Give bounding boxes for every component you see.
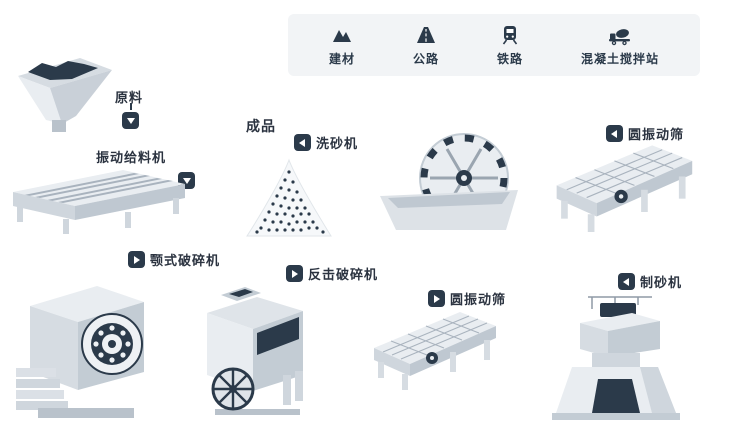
vibrating-screen-bottom-play-badge[interactable] xyxy=(428,290,445,307)
legend-label: 建材 xyxy=(328,52,355,66)
play-right-icon xyxy=(434,294,440,303)
vibrating-screen-top-label: 圆振动筛 xyxy=(628,128,685,143)
play-down-icon xyxy=(182,178,191,184)
sand-maker-play-badge[interactable] xyxy=(618,273,635,290)
sand-washer-label: 洗砂机 xyxy=(316,137,359,152)
impact-crusher-label-row: 反击破碎机 xyxy=(286,264,378,283)
play-right-icon xyxy=(292,269,298,278)
legend-item-concrete-mixing-plant: 混凝土搅拌站 xyxy=(581,23,659,67)
raw-material-connector-line xyxy=(130,103,132,110)
legend-label: 混凝土搅拌站 xyxy=(580,52,659,66)
play-left-icon xyxy=(611,129,617,138)
raw-material-play-badge[interactable] xyxy=(122,112,139,129)
sand-washer-play-badge[interactable] xyxy=(294,134,311,151)
legend-label: 铁路 xyxy=(496,52,523,66)
raw-material-label: 原料 xyxy=(115,91,144,106)
jaw-crusher-illustration xyxy=(12,272,157,422)
play-down-icon xyxy=(126,118,135,124)
impact-crusher-illustration xyxy=(195,283,315,418)
finished-product-pile-illustration xyxy=(243,150,335,242)
sand-maker-label: 制砂机 xyxy=(640,276,683,291)
impact-crusher-play-badge[interactable] xyxy=(286,265,303,282)
vibrating-feeder-label-row: 振动给料机 xyxy=(96,147,166,166)
jaw-crusher-play-badge[interactable] xyxy=(128,251,145,268)
legend-item-building-materials: 建材 xyxy=(329,23,355,67)
vibrating-screen-top-label-row: 圆振动筛 xyxy=(606,124,684,143)
play-left-icon xyxy=(623,277,629,286)
sand-washer-illustration xyxy=(372,128,522,236)
sand-maker-label-row: 制砂机 xyxy=(618,272,682,291)
play-left-icon xyxy=(299,138,305,147)
highway-icon xyxy=(414,23,438,47)
impact-crusher-label: 反击破碎机 xyxy=(308,268,379,283)
raw-material-label-row: 原料 xyxy=(115,87,143,106)
vibrating-screen-bottom-label-row: 圆振动筛 xyxy=(428,289,506,308)
vibrating-feeder-label: 振动给料机 xyxy=(96,151,167,166)
vibrating-screen-bottom-illustration xyxy=(368,300,503,408)
vibrating-feeder-illustration xyxy=(5,162,190,244)
concrete-mixing-plant-icon xyxy=(607,23,633,47)
vibrating-screen-top-illustration xyxy=(550,132,700,252)
sand-washer-label-row: 洗砂机 xyxy=(294,133,358,152)
jaw-crusher-label: 颚式破碎机 xyxy=(150,254,221,269)
vibrating-screen-bottom-label: 圆振动筛 xyxy=(450,293,507,308)
play-right-icon xyxy=(134,255,140,264)
application-legend-panel: 建材 公路 xyxy=(288,14,700,76)
jaw-crusher-label-row: 颚式破碎机 xyxy=(128,250,220,269)
legend-label: 公路 xyxy=(412,52,439,66)
building-materials-icon xyxy=(330,23,354,47)
legend-item-highway: 公路 xyxy=(413,23,439,67)
legend-item-railway: 铁路 xyxy=(497,23,523,67)
finished-product-label-row: 成品 xyxy=(246,116,276,136)
railway-icon xyxy=(498,23,522,47)
raw-material-hopper-illustration xyxy=(12,52,117,137)
vibrating-screen-top-play-badge[interactable] xyxy=(606,125,623,142)
sand-maker-illustration xyxy=(540,287,690,422)
finished-product-label: 成品 xyxy=(246,119,276,135)
